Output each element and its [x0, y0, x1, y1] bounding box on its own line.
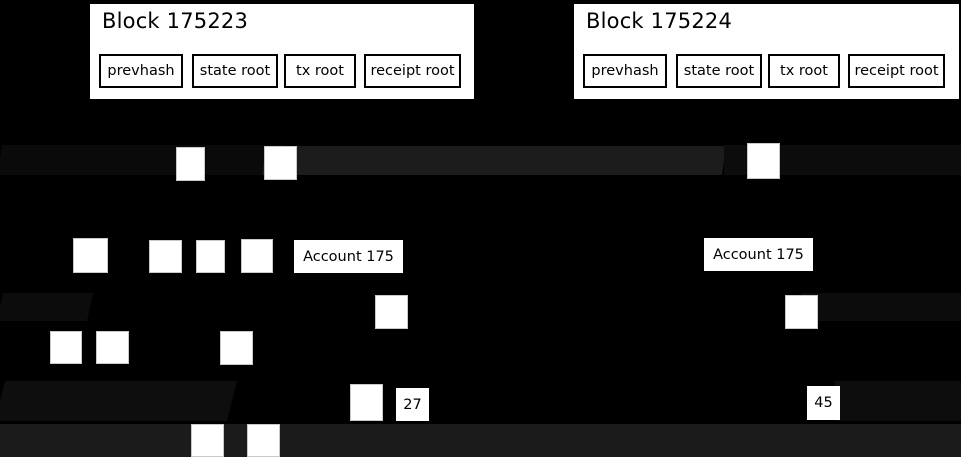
trie-node-r1-c [747, 143, 780, 179]
block-field-prevhash[interactable]: prevhash [583, 54, 667, 88]
trie-node-r6-b [247, 424, 280, 457]
trie-band-row2-left [0, 293, 93, 321]
trie-node-r4-b [96, 331, 129, 364]
trie-band-row3-left [0, 381, 237, 421]
trie-band-row1-left [0, 145, 286, 175]
block-field-label: state root [683, 63, 755, 79]
block-title: Block 175224 [586, 9, 733, 33]
block-field-state-root[interactable]: state root [192, 54, 278, 88]
account-label-left-text: Account 175 [303, 248, 394, 265]
block-field-label: prevhash [107, 63, 175, 79]
trie-band-row3-right [835, 381, 961, 421]
account-label-right: Account 175 [704, 238, 813, 271]
block-field-receipt-root[interactable]: receipt root [364, 54, 461, 88]
trie-node-r4-a [50, 331, 82, 364]
block-field-label: tx root [296, 63, 344, 79]
block-title: Block 175223 [102, 9, 249, 33]
value-box-45: 45 [807, 386, 840, 420]
block-field-label: state root [199, 63, 271, 79]
block-field-tx-root[interactable]: tx root [284, 54, 356, 88]
block-field-label: tx root [780, 63, 828, 79]
trie-node-r3-b [785, 295, 818, 329]
trie-band-row4 [0, 424, 961, 457]
trie-node-r5-a [350, 384, 383, 421]
account-label-right-text: Account 175 [713, 246, 804, 263]
block-field-prevhash[interactable]: prevhash [99, 54, 183, 88]
value-box-45-text: 45 [814, 395, 833, 411]
trie-node-r2-b [149, 240, 182, 273]
block-field-label: receipt root [370, 63, 455, 79]
value-box-27-text: 27 [403, 396, 422, 413]
trie-node-r3-a [375, 295, 408, 329]
trie-node-r2-d [241, 239, 273, 273]
block-field-receipt-root[interactable]: receipt root [848, 54, 945, 88]
trie-band-row2-right [801, 293, 961, 321]
value-box-27: 27 [396, 388, 429, 421]
trie-band-row1-mid [261, 146, 727, 175]
trie-node-r1-a [176, 147, 205, 181]
block-field-label: prevhash [591, 63, 659, 79]
block-field-state-root[interactable]: state root [676, 54, 762, 88]
account-label-left: Account 175 [294, 240, 403, 273]
trie-node-r6-a [191, 424, 224, 457]
block-field-label: receipt root [854, 63, 939, 79]
trie-node-r2-c [196, 240, 225, 273]
block-field-tx-root[interactable]: tx root [768, 54, 840, 88]
trie-node-r1-b [264, 146, 297, 180]
trie-node-r2-a [73, 238, 108, 273]
trie-node-r4-c [220, 331, 253, 365]
